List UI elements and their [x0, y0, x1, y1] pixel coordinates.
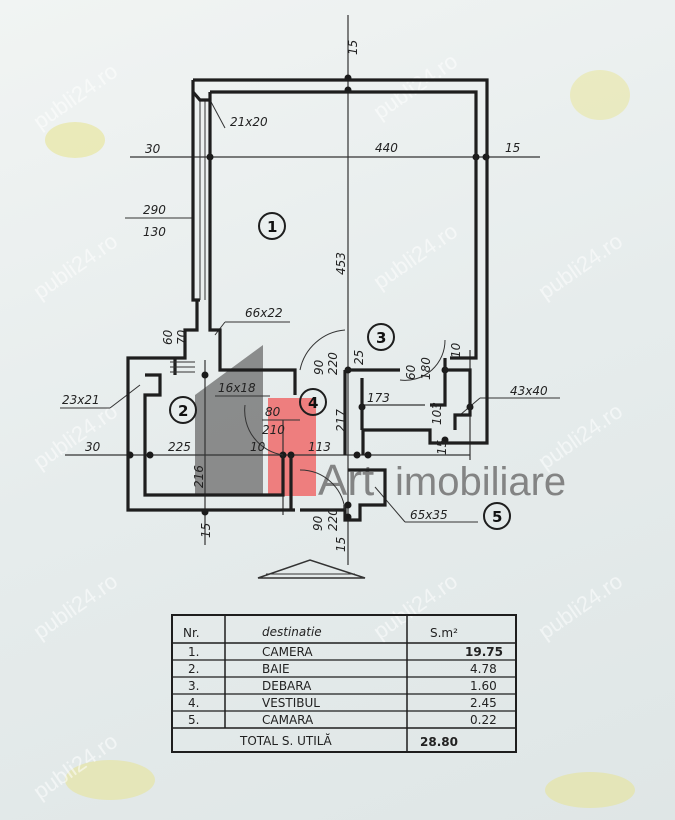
row-name: DEBARA	[262, 679, 312, 693]
dim-label: 90	[311, 515, 325, 531]
dim-label: 30	[85, 440, 101, 454]
dim-label: 290	[143, 203, 166, 217]
dim-label: 60	[161, 329, 175, 345]
logo-art: Art	[318, 456, 374, 505]
dim-label: 15	[199, 523, 213, 538]
room-number-4: 4	[308, 394, 318, 412]
row-area: 0.22	[470, 713, 497, 727]
row-area: 2.45	[470, 696, 497, 710]
row-name: BAIE	[262, 662, 290, 676]
stain	[65, 760, 155, 800]
dim-label: 15	[435, 440, 449, 455]
dim-label: 220	[326, 352, 340, 375]
dim-label: 453	[334, 252, 348, 275]
area-table: Nr. destinatie S.m² 1. CAMERA 19.75 2. B…	[171, 614, 517, 753]
row-name: CAMERA	[262, 645, 313, 659]
row-nr: 1.	[188, 645, 199, 659]
row-nr: 3.	[188, 679, 199, 693]
watermark: publi24.ro	[29, 228, 123, 304]
row-area: 4.78	[470, 662, 497, 676]
watermark: publi24.ro	[29, 398, 123, 474]
dim-label: 217	[334, 409, 348, 432]
dim-label: 23x21	[62, 393, 100, 407]
dim-label: 440	[375, 141, 398, 155]
dim-label: 15	[346, 40, 360, 55]
dim-label: 25	[352, 350, 366, 365]
row-nr: 2.	[188, 662, 199, 676]
table-row: 5. CAMARA 0.22	[188, 713, 497, 727]
dim-label: 15	[505, 141, 520, 155]
dim-label: 21x20	[230, 115, 268, 129]
watermark: publi24.ro	[369, 48, 463, 124]
dim-label: 103	[430, 402, 444, 425]
row-nr: 5.	[188, 713, 199, 727]
watermark: publi24.ro	[534, 228, 628, 304]
dim-label: 70	[175, 329, 189, 345]
walls	[126, 78, 489, 522]
room-number-2: 2	[178, 402, 188, 420]
dim-label: 220	[326, 508, 340, 531]
dim-label: 90	[312, 359, 326, 375]
dimension-labels: 15 21x20 30 440 15 290 130 453 66x22 60 …	[62, 40, 548, 552]
row-name: VESTIBUL	[262, 696, 320, 710]
dim-label: 216	[192, 465, 206, 488]
dim-label: 180	[419, 357, 433, 380]
room-number-5: 5	[492, 508, 502, 526]
dim-label: 43x40	[510, 384, 548, 398]
stain	[545, 772, 635, 808]
total-value: 28.80	[420, 735, 458, 749]
watermark: publi24.ro	[29, 568, 123, 644]
dim-label: 80	[265, 405, 281, 419]
table-row: 1. CAMERA 19.75	[188, 645, 503, 659]
dim-label: 60	[404, 364, 418, 380]
stain	[570, 70, 630, 120]
dim-label: 225	[168, 440, 191, 454]
watermark: publi24.ro	[534, 568, 628, 644]
dim-label: 173	[367, 391, 390, 405]
table-row: 4. VESTIBUL 2.45	[188, 696, 497, 710]
dim-label: 210	[262, 423, 285, 437]
dim-label: 10	[449, 342, 463, 358]
stain	[45, 122, 105, 158]
row-area: 1.60	[470, 679, 497, 693]
dim-label: 65x35	[410, 508, 448, 522]
table-row: 2. BAIE 4.78	[188, 662, 497, 676]
total-label: TOTAL S. UTILĂ	[239, 733, 332, 748]
entrance-arrow-icon	[257, 559, 366, 579]
table-row: 3. DEBARA 1.60	[188, 679, 497, 693]
dim-label: 16x18	[218, 381, 256, 395]
dim-label: 15	[334, 537, 348, 552]
row-nr: 4.	[188, 696, 199, 710]
watermarks: publi24.ro publi24.ro publi24.ro publi24…	[29, 48, 628, 804]
dim-label: 66x22	[245, 306, 283, 320]
dim-label: 113	[308, 440, 331, 454]
room-number-3: 3	[376, 329, 386, 347]
room-markers: 1 2 3 4 5	[169, 212, 511, 530]
dim-label: 130	[143, 225, 166, 239]
logo-text: imobiliare	[395, 460, 566, 504]
dim-label: 30	[145, 142, 161, 156]
row-area: 19.75	[465, 645, 503, 659]
table-header-area: S.m²	[430, 626, 458, 640]
table-header-nr: Nr.	[183, 626, 200, 640]
dim-label: 10	[250, 440, 266, 454]
table-header-destination: destinatie	[262, 625, 322, 639]
row-name: CAMARA	[262, 713, 314, 727]
room-number-1: 1	[267, 218, 277, 236]
watermark: publi24.ro	[369, 218, 463, 294]
